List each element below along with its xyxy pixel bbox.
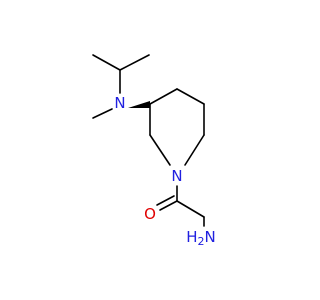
bond-n-methyl — [92, 108, 113, 119]
primary-amine-label: H2N — [186, 228, 216, 248]
amine-n-label: N — [114, 94, 125, 112]
bond-carbonyl-o-b — [156, 195, 175, 206]
primary-amine-h: H — [186, 228, 197, 246]
bond-n1-c2 — [149, 134, 171, 166]
wedge-bond-n-c3 — [128, 101, 150, 108]
bond-isopropyl-right — [119, 54, 150, 71]
bond-c3-c4 — [149, 88, 178, 105]
bond-c4-c5 — [176, 88, 205, 105]
ring-n-label: N — [171, 167, 182, 185]
molecule-structure: N N O H2N — [92, 54, 216, 248]
bond-carbonyl-o-a — [159, 200, 178, 211]
bond-isopropyl-left — [92, 54, 121, 71]
carbonyl-o-label: O — [144, 205, 156, 223]
primary-amine-subscript: 2 — [198, 235, 205, 248]
primary-amine-n: N — [205, 228, 216, 246]
bond-carbonyl-ch2 — [176, 200, 205, 218]
bond-c6-n1 — [184, 134, 205, 166]
